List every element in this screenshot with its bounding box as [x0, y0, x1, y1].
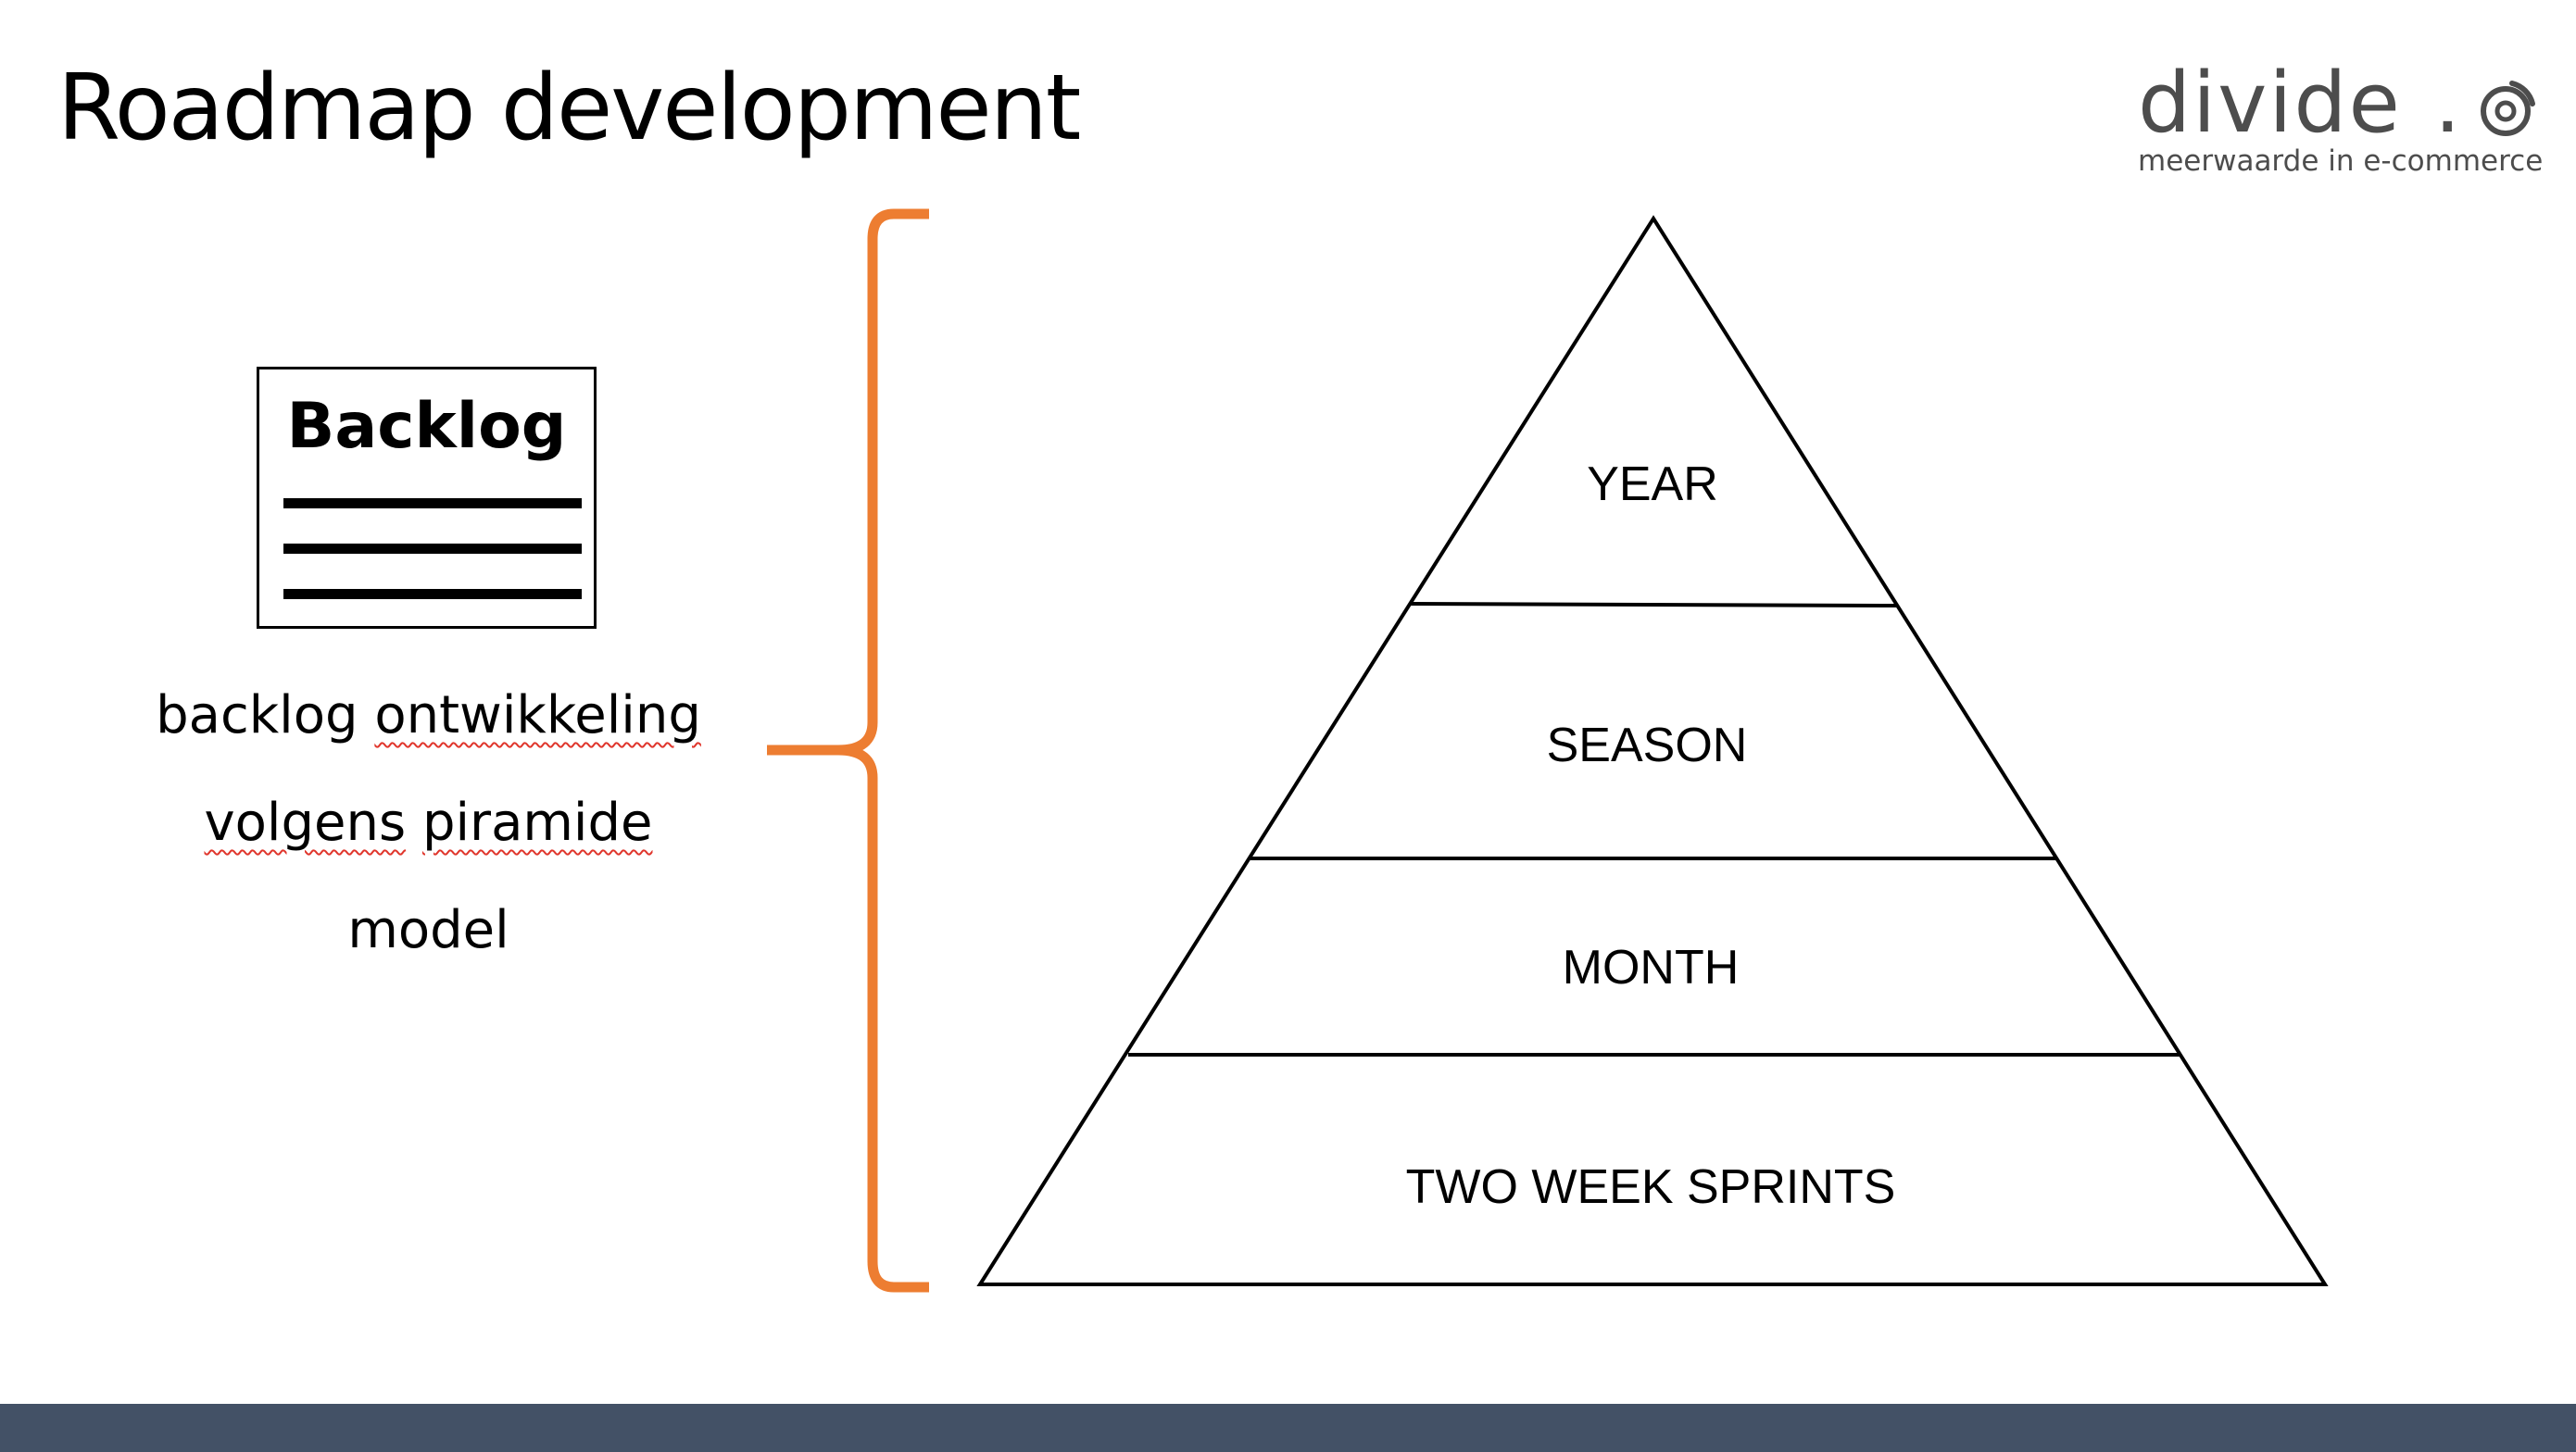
pyramid-tier-two-week-sprints: TWO WEEK SPRINTS — [1406, 1160, 1896, 1214]
tier-divider — [1410, 602, 1898, 607]
pyramid-tier-year: YEAR — [1587, 457, 1718, 511]
backlog-document-icon: Backlog — [257, 367, 597, 629]
backlog-caption: backlog ontwikkeling volgens piramide mo… — [74, 662, 783, 984]
caption-spellchecked-word: ontwikkeling — [374, 685, 701, 745]
logo-dot: . — [2434, 55, 2461, 152]
caption-text: backlog — [156, 685, 375, 745]
document-line — [283, 544, 582, 554]
pyramid-tier-month: MONTH — [1563, 941, 1740, 995]
logo-wordmark: divide — [2138, 55, 2402, 152]
caption-line-2: volgens piramide — [74, 770, 783, 877]
document-line — [283, 589, 582, 599]
pyramid-tier-season: SEASON — [1547, 719, 1748, 772]
backlog-document-title: Backlog — [286, 390, 567, 463]
logo-signal-icon — [2481, 81, 2535, 136]
document-line — [283, 498, 582, 508]
logo-tagline: meerwaarde in e-commerce — [2138, 144, 2544, 178]
slide-title: Roadmap development — [57, 56, 1081, 161]
caption-line-1: backlog ontwikkeling — [74, 662, 783, 770]
caption-line-3: model — [347, 900, 509, 960]
caption-spellchecked-word: piramide — [421, 793, 653, 853]
caption-spellchecked-word: volgens — [204, 793, 407, 853]
footer-bar — [0, 1404, 2576, 1452]
pyramid-outline — [976, 215, 2329, 1286]
divide-logo: divide . meerwaarde in e-commerce — [2130, 55, 2543, 187]
